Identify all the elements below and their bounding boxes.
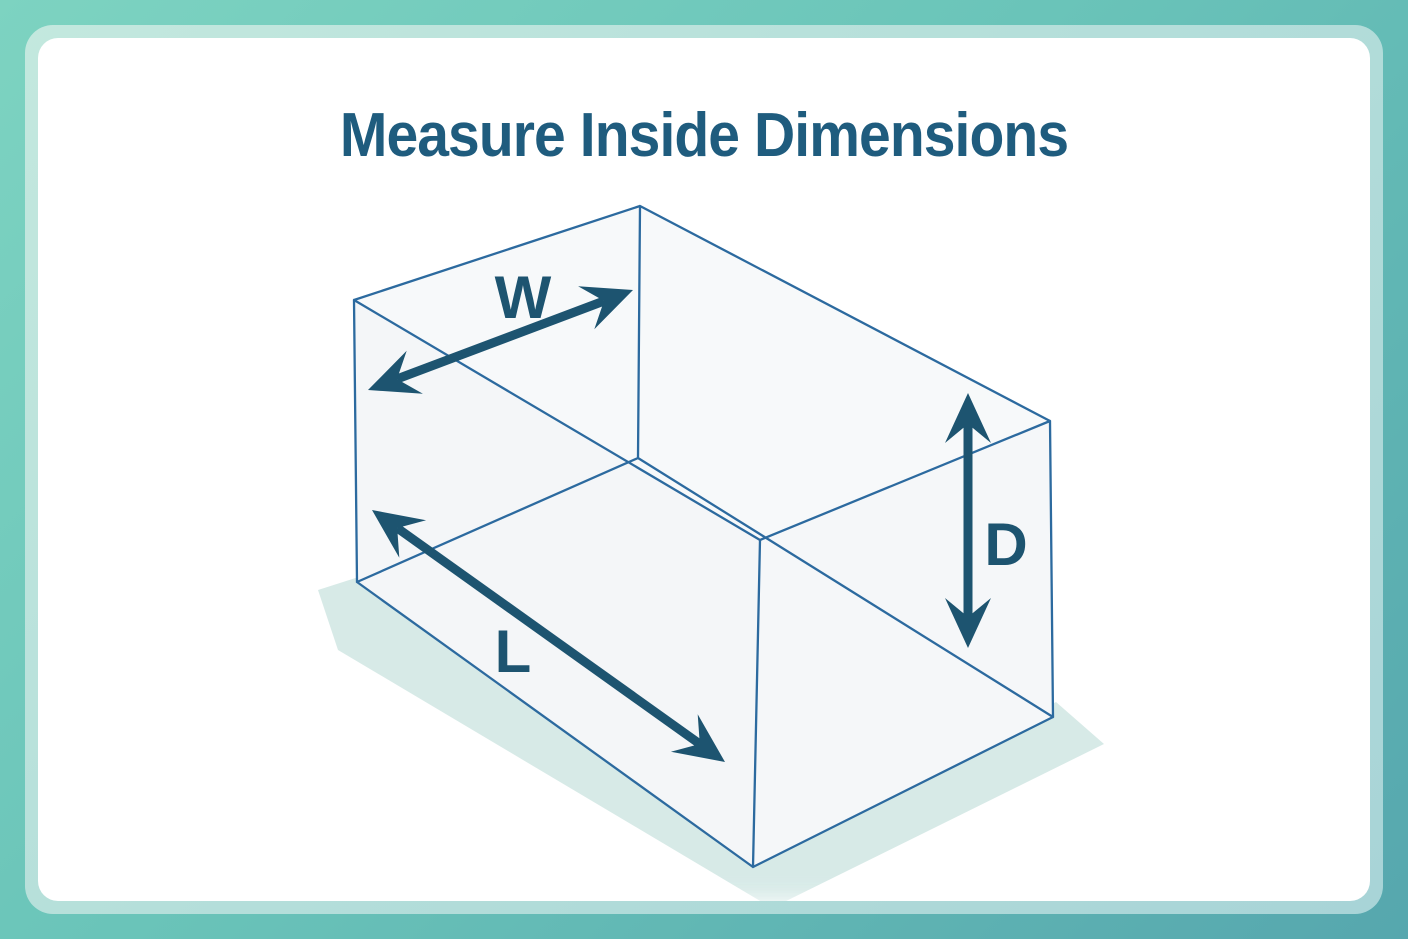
length-arrow-icon (372, 510, 725, 762)
box-left-face (354, 300, 760, 867)
width-arrow-icon (368, 286, 633, 394)
page-title: Measure Inside Dimensions (339, 101, 1069, 170)
box-edges (352, 204, 1055, 869)
box-right-face (753, 421, 1053, 867)
box-top-face (354, 206, 1050, 540)
width-label: W (495, 264, 552, 331)
depth-arrow-icon (945, 393, 991, 648)
depth-label: D (984, 511, 1027, 578)
length-label: L (495, 618, 532, 685)
box-faces (354, 206, 1053, 867)
